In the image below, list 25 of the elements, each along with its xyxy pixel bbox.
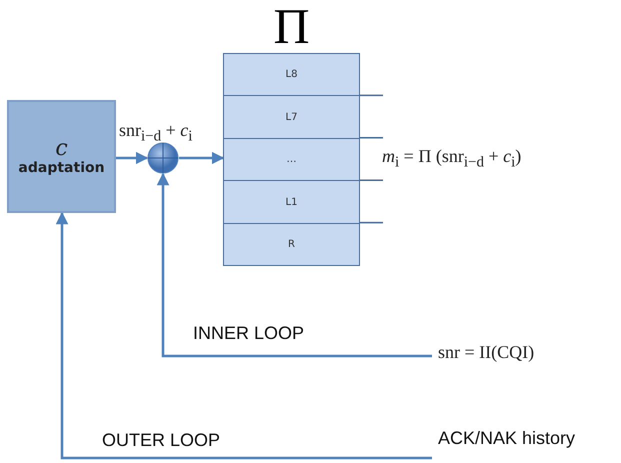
arrow — [116, 152, 148, 164]
quantizer-level — [223, 138, 360, 182]
quantizer-formula: m$_{i}$ = Π (snr$_{i−d}$ + c$_{i}$) — [382, 146, 522, 172]
quantizer-level — [223, 53, 360, 97]
loop-label: INNER LOOP — [193, 323, 304, 344]
arrow — [179, 152, 224, 164]
feedback-signal: ACK/NAK history — [438, 428, 576, 448]
block-name: adaptation — [18, 160, 105, 176]
level-label: … — [286, 154, 296, 166]
quantizer-level — [223, 95, 360, 140]
quantizer-level — [223, 180, 360, 224]
loop-label: OUTER LOOP — [102, 430, 220, 451]
level-label: L7 — [286, 112, 298, 123]
edge-label: snr$_{i−d}$ + c$_{i}$ — [119, 120, 192, 146]
level-label: L1 — [286, 196, 298, 208]
process-box — [7, 100, 116, 213]
level-label: R — [288, 239, 295, 250]
level-label: L8 — [286, 69, 298, 80]
arrow — [156, 172, 432, 358]
feedback-formula: snr = II(CQI) — [438, 342, 534, 362]
variable-symbol: c — [55, 138, 68, 160]
quantizer-symbol: Π — [272, 1, 311, 51]
summing-junction — [147, 142, 179, 174]
arrow — [56, 212, 432, 460]
quantizer-level — [223, 222, 360, 266]
